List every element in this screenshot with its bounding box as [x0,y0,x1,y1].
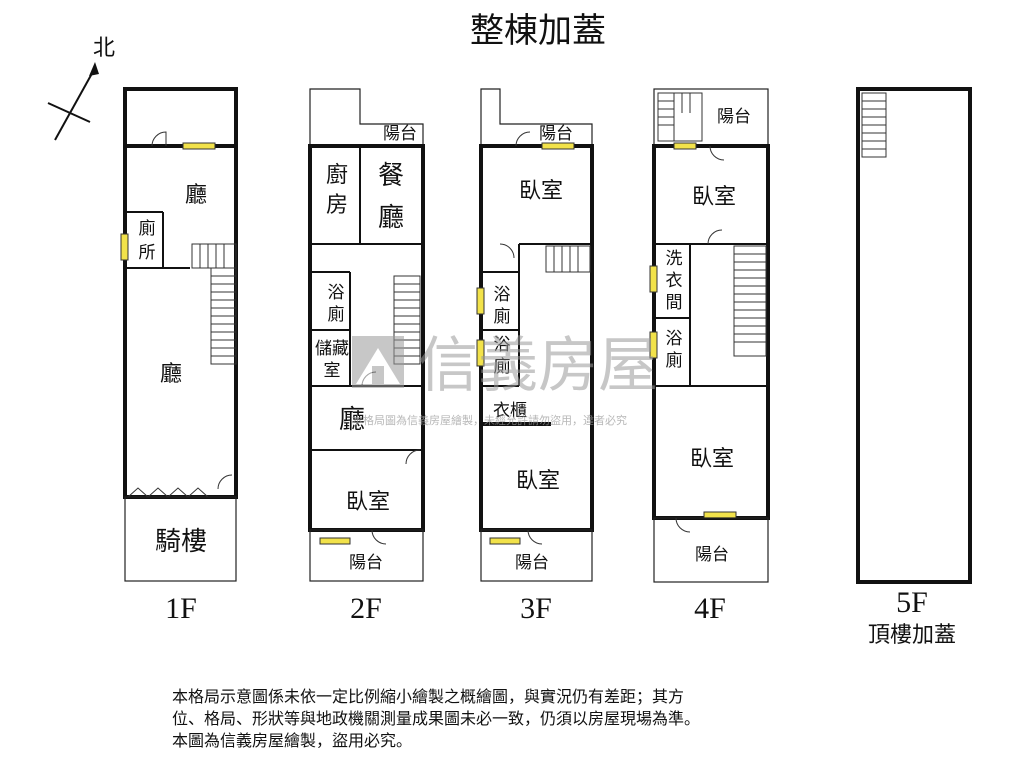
compass-label: 北 [93,36,115,61]
room-3f-balcony-top: 陽台 [539,124,573,144]
disclaimer-line-3: 本圖為信義房屋繪製，盜用必究。 [172,731,413,750]
room-3f-bath1-2: 廁 [494,306,511,327]
room-2f-bedroom: 臥室 [346,490,390,515]
plan-title: 整棟加蓋 [470,11,606,51]
room-2f-dining-1: 餐 [378,161,404,191]
floor-label-2f: 2F [350,592,382,625]
room-1f-arcade: 騎樓 [155,527,207,557]
floor-2f: 陽台 廚 房 餐 廳 浴 廁 儲藏 室 廳 臥室 陽台 2F [308,88,425,625]
room-2f-bath-1: 浴 [328,283,345,303]
floor-label-4f: 4F [694,592,726,625]
room-4f-laundry-1: 洗 [666,249,683,269]
room-3f-bath2-2: 廁 [494,356,511,377]
room-4f-balcony-bottom: 陽台 [695,545,729,565]
floor-4f: 陽台 臥室 洗 衣 間 浴 廁 臥室 陽台 4F [649,88,770,625]
disclaimer-line-2: 位、格局、形狀等與地政機關測量成果圖未必一致，仍須以房屋現場為準。 [172,709,701,728]
room-4f-bedroom-top: 臥室 [692,185,736,210]
brand-logo-icon [352,336,404,388]
room-3f-closet: 衣櫃 [493,401,527,421]
room-2f-living: 廳 [339,405,365,435]
floor-label-3f: 3F [520,592,552,625]
room-4f-laundry-2: 衣 [666,271,683,291]
room-1f-living-main: 廳 [160,362,182,387]
disclaimer: 本格局示意圖係未依一定比例縮小繪製之概繪圖，與實況仍有差距；其方 位、格局、形狀… [172,686,872,752]
room-2f-balcony-top: 陽台 [383,124,417,144]
room-1f-toilet-2: 所 [139,243,156,263]
room-4f-bath-1: 浴 [666,329,683,349]
room-2f-kitchen-1: 廚 [326,163,348,188]
room-4f-laundry-3: 間 [666,293,683,313]
room-2f-balcony-bottom: 陽台 [349,553,383,573]
room-2f-storage-1: 儲藏 [315,339,349,359]
room-4f-bath-2: 廁 [666,350,683,371]
room-3f-balcony-bottom: 陽台 [515,553,549,573]
floor-1f: 廳 廁 所 廳 騎樓 1F [120,87,238,625]
floor-5f-sublabel: 頂樓加蓋 [868,623,956,648]
disclaimer-line-1: 本格局示意圖係未依一定比例縮小繪製之概繪圖，與實況仍有差距；其方 [172,687,685,706]
room-2f-storage-2: 室 [324,361,341,381]
room-4f-balcony-top: 陽台 [717,107,751,127]
room-2f-dining-2: 廳 [378,203,404,233]
room-2f-bath-2: 廁 [328,304,345,325]
room-3f-bath1-1: 浴 [494,285,511,305]
north-arrow-icon: 北 [47,36,115,141]
watermark-notice: 本格局圖為信義房屋繪製，未經允許請勿盜用，違者必究 [352,413,627,427]
room-3f-bedroom-bottom: 臥室 [516,469,560,494]
floor-label-1f: 1F [165,592,197,625]
room-1f-toilet-1: 廁 [139,218,156,239]
room-3f-bath2-1: 浴 [494,335,511,355]
watermark: 信義房屋 本格局圖為信義房屋繪製，未經允許請勿盜用，違者必究 [352,331,658,427]
room-3f-bedroom-top: 臥室 [519,179,563,204]
floor-5f: 5F 頂樓加蓋 [856,87,972,648]
room-4f-bedroom-bottom: 臥室 [690,447,734,472]
room-2f-kitchen-2: 房 [326,193,348,218]
room-1f-living-top: 廳 [185,183,207,208]
floor-label-5f: 5F [896,586,928,619]
watermark-brand: 信義房屋 [418,331,658,401]
floor-3f: 陽台 臥室 浴 廁 浴 廁 衣櫃 臥室 陽台 3F [476,88,594,625]
